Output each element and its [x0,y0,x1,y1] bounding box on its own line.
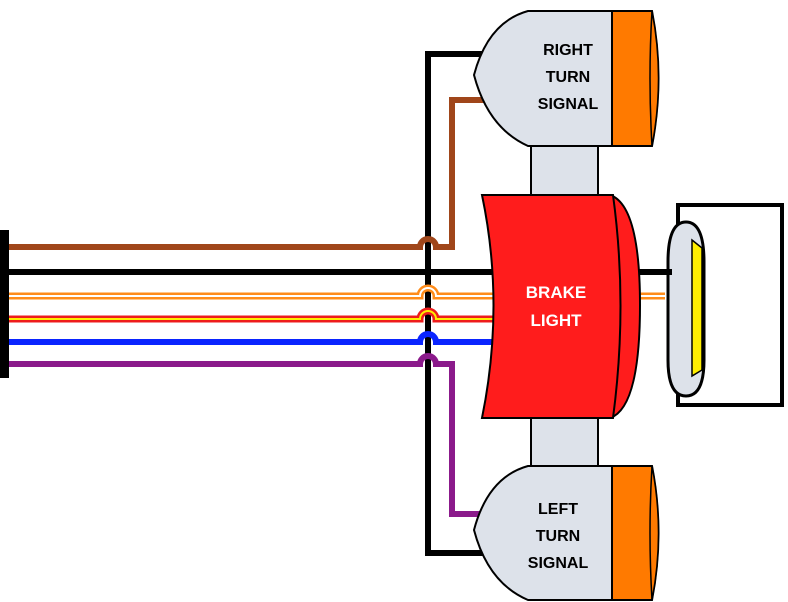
lower-mount-stem [530,417,599,471]
left-signal-housing [472,465,613,601]
left-signal-label-line2: TURN [536,528,580,545]
brake-light-body [480,194,622,419]
harness-connector [0,230,9,378]
right-signal-label-line1: RIGHT [543,42,593,59]
right-signal-label-line3: SIGNAL [538,96,599,113]
orange-white-wire-stripe [8,287,665,297]
red-yellow-wire-stripe [8,310,500,320]
purple-wire [8,353,500,517]
blue-wire [8,331,500,345]
left-signal-label-line1: LEFT [538,501,578,518]
black-wire-vertical [425,51,505,556]
right-signal-housing [472,10,613,147]
brake-light-label-line1: BRAKE [526,283,586,302]
brown-wire [8,97,500,250]
plate-light-lens [691,238,703,378]
left-signal-label-line3: SIGNAL [528,555,589,572]
upper-mount-stem [530,144,599,196]
right-signal-lens-edge [649,10,660,147]
brake-light-label-line2: LIGHT [531,311,583,330]
right-signal-label-line2: TURN [546,69,590,86]
left-signal-lens-edge [649,465,660,601]
